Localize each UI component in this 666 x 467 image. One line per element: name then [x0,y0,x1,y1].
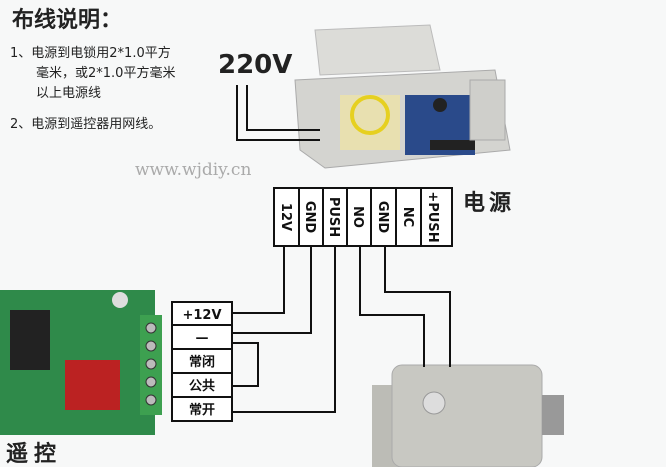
power-terminal-label: GND [302,201,317,234]
power-terminal-block [273,187,453,247]
voltage-label: 220V [218,50,293,80]
remote-terminal-block [171,301,233,422]
remote-terminal-label: 常开 [189,402,215,418]
power-terminal-label: NO [350,206,365,228]
note-item-1-line-3: 以上电源线 [36,86,102,101]
remote-terminal-label: 公共 [189,378,215,394]
remote-terminal-label: — [196,331,209,346]
note-item-2: 2、电源到遥控器用网线。 [10,117,162,132]
remote-board-image [0,290,162,435]
power-supply-label: 电源 [463,191,516,216]
remote-terminal-label: 常闭 [189,354,215,370]
note-item-1-line-2: 毫米，或2*1.0平方毫米 [36,66,176,81]
power-terminal-label: PUSH [326,197,341,237]
note-item-1-line-1: 1、电源到电锁用2*1.0平方 [10,46,171,61]
remote-label: 遥控 [6,442,63,467]
power-terminal-label: 12V [278,203,293,231]
power-terminal-label: GND [375,201,390,234]
power-supply-image [294,24,511,169]
notes-title: 布线说明： [12,8,123,33]
wires [232,85,451,413]
power-terminal-label: NC [400,207,415,227]
power-terminal-label: +PUSH [425,191,440,242]
remote-terminal-label: +12V [182,308,221,323]
watermark: www.wjdiy.cn [135,160,252,180]
electric-lock-image [372,364,564,467]
